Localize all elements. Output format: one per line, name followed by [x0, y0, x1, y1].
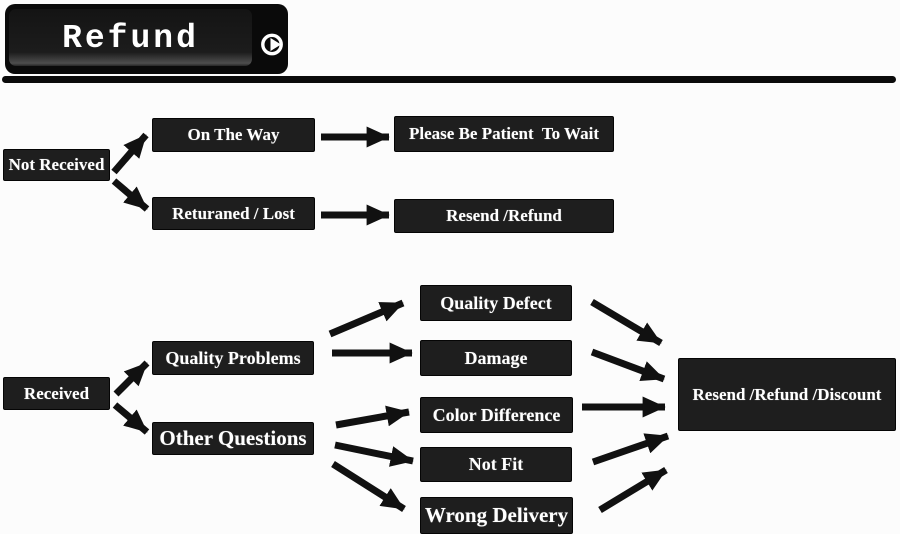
arrow-wrong-delivery-to-resend-refund-discount — [598, 467, 668, 513]
node-on-the-way: On The Way — [152, 118, 315, 152]
node-not-fit: Not Fit — [420, 447, 572, 482]
arrow-quality-problems-to-quality-defect — [328, 299, 405, 338]
page-title: Refund — [62, 20, 199, 57]
node-wrong-delivery: Wrong Delivery — [420, 497, 573, 534]
voice-bar-panel: Refund — [9, 9, 252, 66]
node-quality-defect: Quality Defect — [420, 285, 572, 321]
arrow-other-questions-to-wrong-delivery — [331, 461, 406, 512]
node-not-received: Not Received — [3, 149, 110, 181]
arrow-received-to-quality-problems — [113, 360, 150, 397]
arrow-damage-to-resend-refund-discount — [590, 348, 666, 383]
node-other-questions: Other Questions — [152, 422, 314, 455]
play-circle-icon[interactable] — [261, 28, 286, 61]
node-returaned-lost: Returaned / Lost — [152, 197, 315, 230]
arrow-not-received-to-returaned-lost — [111, 178, 150, 212]
node-color-difference: Color Difference — [420, 397, 573, 433]
arrow-not-received-to-on-the-way — [111, 132, 149, 175]
arrow-received-to-other-questions — [112, 402, 150, 435]
node-please-wait: Please Be Patient To Wait — [394, 116, 614, 152]
node-resend-refund-discount: Resend /Refund /Discount — [678, 358, 896, 431]
node-quality-problems: Quality Problems — [152, 341, 314, 375]
node-resend-refund: Resend /Refund — [394, 199, 614, 233]
node-damage: Damage — [420, 340, 572, 376]
arrow-not-fit-to-resend-refund-discount — [591, 432, 670, 466]
arrow-quality-defect-to-resend-refund-discount — [590, 298, 663, 347]
refund-voice-bar[interactable]: Refund — [5, 4, 288, 74]
arrow-other-questions-to-color-difference — [335, 405, 410, 429]
divider — [2, 76, 896, 83]
node-received: Received — [3, 377, 110, 410]
arrow-other-questions-to-not-fit — [334, 441, 414, 467]
